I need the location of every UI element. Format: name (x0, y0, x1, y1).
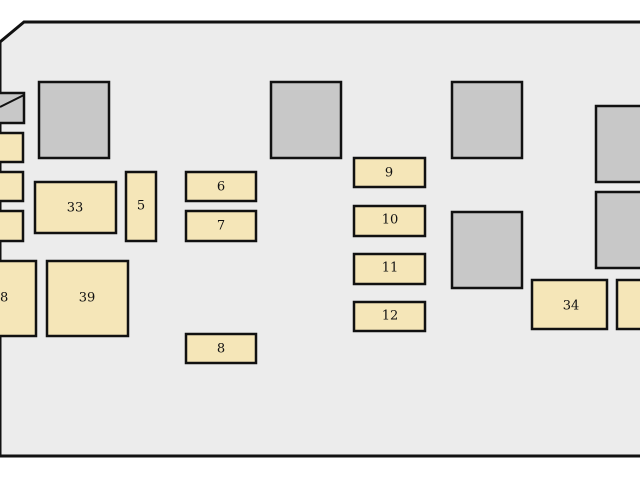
fuse-6-label: 6 (217, 180, 225, 195)
relay-partial (0, 91, 26, 125)
fuse-7: 7 (184, 209, 258, 243)
relay-6 (594, 190, 640, 270)
fuse-38: 38 (0, 259, 38, 338)
fuse-partial-a (0, 131, 25, 164)
relay-1 (37, 80, 111, 160)
relay-3 (450, 80, 524, 160)
fuse-8: 8 (184, 332, 258, 365)
relay-4 (450, 210, 524, 290)
fuse-partial-c (0, 209, 25, 243)
fuse-39: 39 (45, 259, 130, 338)
fuse-6: 6 (184, 170, 258, 203)
fuse-partial-right (615, 278, 640, 331)
fuse-33-label: 33 (67, 201, 84, 216)
fuse-12-label: 12 (382, 309, 399, 324)
relay-2 (269, 80, 343, 160)
fuse-5: 5 (124, 170, 158, 243)
fuse-39-label: 39 (79, 291, 96, 306)
fuse-11: 11 (352, 252, 427, 286)
fuse-12: 12 (352, 300, 427, 333)
fuse-9-label: 9 (385, 166, 393, 181)
relay-5 (594, 104, 640, 184)
fuse-38-label: 38 (0, 291, 8, 306)
fuse-34: 34 (530, 278, 609, 331)
fuse-5-label: 5 (137, 199, 145, 214)
fuse-33: 33 (33, 180, 118, 235)
fuse-11-label: 11 (382, 261, 399, 276)
fuse-34-label: 34 (563, 299, 580, 314)
fuse-9: 9 (352, 156, 427, 189)
fuse-10: 10 (352, 204, 427, 238)
relay-partial-diagonal (0, 94, 25, 108)
fuse-10-label: 10 (382, 213, 399, 228)
fuse-7-label: 7 (217, 219, 225, 234)
fuse-8-label: 8 (217, 342, 225, 357)
fuse-partial-b (0, 170, 25, 203)
